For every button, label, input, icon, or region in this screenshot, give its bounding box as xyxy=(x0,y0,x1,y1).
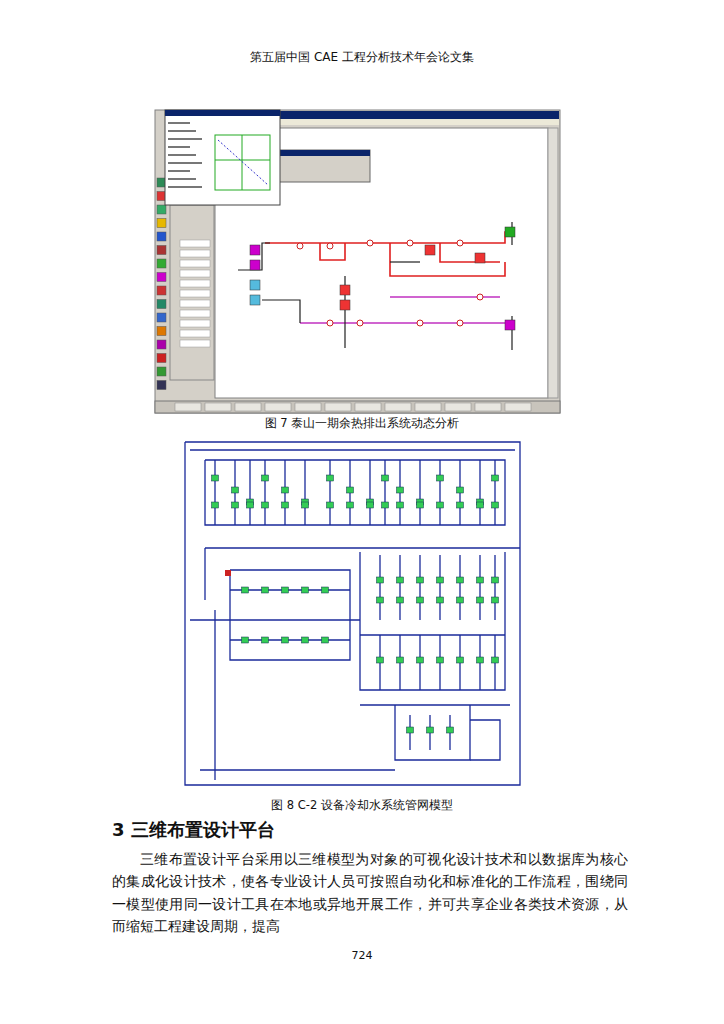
page-number: 724 xyxy=(312,949,412,963)
figure-caption: 图 8 C-2 设备冷却水系统管网模型 xyxy=(200,798,524,813)
figure-caption: 图 7 泰山一期余热排出系统动态分析 xyxy=(200,416,524,431)
screenshot xyxy=(155,110,560,413)
pipe-network xyxy=(185,442,520,785)
section-heading: 3 三维布置设计平台 xyxy=(112,818,612,841)
page-header: 第五届中国 CAE 工程分析技术年会论文集 xyxy=(162,50,562,66)
body-paragraph: 三维布置设计平台采用以三维模型为对象的可视化设计技术和以数据库为核心的集成化设计… xyxy=(112,848,628,938)
